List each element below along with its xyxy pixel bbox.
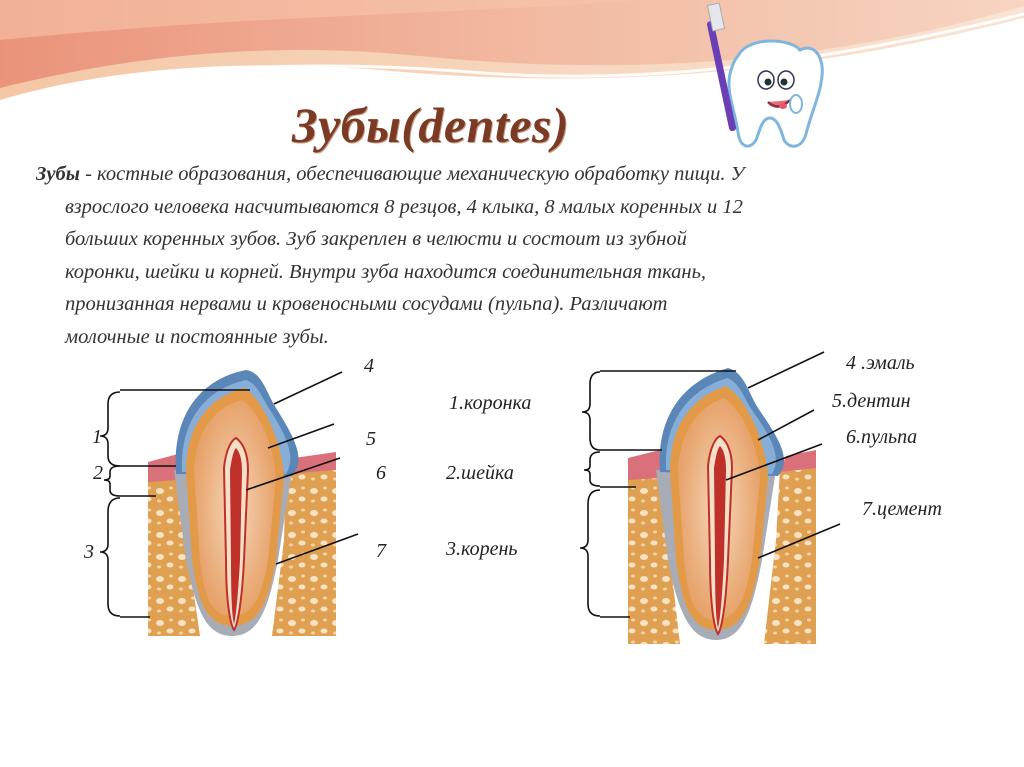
pointer-label-7: 7 [376,540,386,562]
legend-enamel: 4 .эмаль [846,352,915,374]
toothbrush-icon [706,2,737,132]
pointer-label-6: 6 [376,462,386,484]
page-title: Зубы(dentes) [292,97,570,153]
pointer-label-4: 4 [364,355,374,377]
legend-crown: 1.коронка [449,392,532,414]
tooth-diagram-left [99,370,359,636]
description-text: Зубы - костные образования, обеспечивающ… [36,163,745,348]
term-bold: Зубы [36,163,80,185]
bracket-label-crown: 1 [92,426,102,448]
legend-dentin: 5.дентин [832,390,911,412]
pointer-label-5: 5 [366,428,376,450]
cartoon-tooth-icon [727,39,824,148]
bracket-label-root: 3 [84,541,94,563]
legend-root: 3.корень [446,538,518,560]
tooth-diagram-right [579,351,841,644]
legend-cementum: 7.цемент [862,498,942,520]
legend-neck: 2.шейка [446,462,514,484]
bracket-label-neck: 2 [93,462,103,484]
legend-pulp: 6.пульпа [846,426,918,448]
